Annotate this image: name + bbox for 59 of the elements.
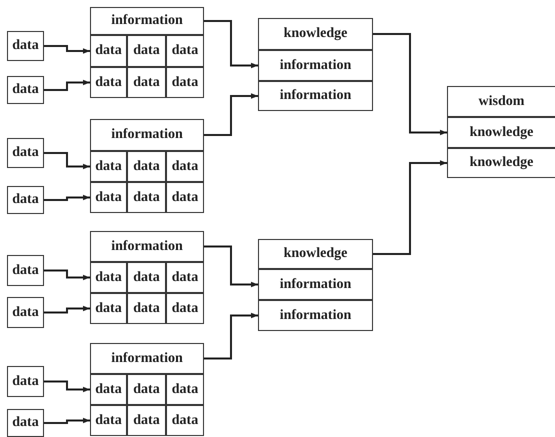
table-cell: data xyxy=(90,374,127,405)
table-cell: data xyxy=(166,35,204,67)
table-cell: data xyxy=(90,405,127,436)
table-cell: data xyxy=(166,293,204,324)
table-cell: data xyxy=(166,182,204,213)
table-cell: data xyxy=(166,67,204,98)
arrow xyxy=(44,45,90,54)
arrow xyxy=(204,93,258,136)
arrow xyxy=(44,380,90,392)
table-cell: data xyxy=(90,67,127,98)
table-cell: data xyxy=(127,35,166,67)
data-box: data xyxy=(7,255,44,286)
data-box: data xyxy=(7,138,44,168)
arrow xyxy=(44,152,90,170)
arrow xyxy=(44,418,90,424)
data-box: data xyxy=(7,366,44,397)
arrow xyxy=(204,20,258,68)
table-cell: data xyxy=(90,35,127,67)
arrow xyxy=(44,270,90,280)
table-cell: data xyxy=(127,182,166,213)
table-cell: data xyxy=(166,151,204,182)
arrow xyxy=(204,246,258,288)
table-cell: information xyxy=(258,269,373,300)
table-cell: information xyxy=(258,50,373,81)
table-cell: wisdom xyxy=(447,86,555,117)
arrow xyxy=(373,160,447,255)
table-cell: data xyxy=(90,151,127,182)
table-cell: data xyxy=(90,182,127,213)
data-box: data xyxy=(7,409,44,437)
table-cell: information xyxy=(258,300,373,331)
table-cell: information xyxy=(90,119,204,151)
table-cell: information xyxy=(90,231,204,262)
arrow xyxy=(373,33,447,136)
data-box: data xyxy=(7,297,44,328)
arrow xyxy=(44,194,90,201)
arrow xyxy=(44,306,90,314)
table-cell: data xyxy=(127,293,166,324)
table-cell: data xyxy=(166,405,204,436)
data-box: data xyxy=(7,186,44,214)
table-cell: information xyxy=(90,343,204,374)
arrow xyxy=(44,80,90,91)
table-cell: knowledge xyxy=(258,18,373,50)
table-cell: data xyxy=(127,405,166,436)
table-cell: information xyxy=(90,7,204,35)
table-cell: data xyxy=(166,374,204,405)
table-cell: knowledge xyxy=(447,117,555,148)
table-cell: knowledge xyxy=(258,239,373,269)
table-cell: data xyxy=(127,262,166,293)
table-cell: data xyxy=(127,374,166,405)
table-cell: data xyxy=(127,151,166,182)
table-cell: data xyxy=(127,67,166,98)
table-cell: data xyxy=(90,262,127,293)
table-cell: data xyxy=(166,262,204,293)
data-box: data xyxy=(7,31,44,61)
table-cell: knowledge xyxy=(447,148,555,178)
arrow xyxy=(204,312,258,360)
data-box: data xyxy=(7,76,44,104)
table-cell: data xyxy=(90,293,127,324)
table-cell: information xyxy=(258,81,373,111)
